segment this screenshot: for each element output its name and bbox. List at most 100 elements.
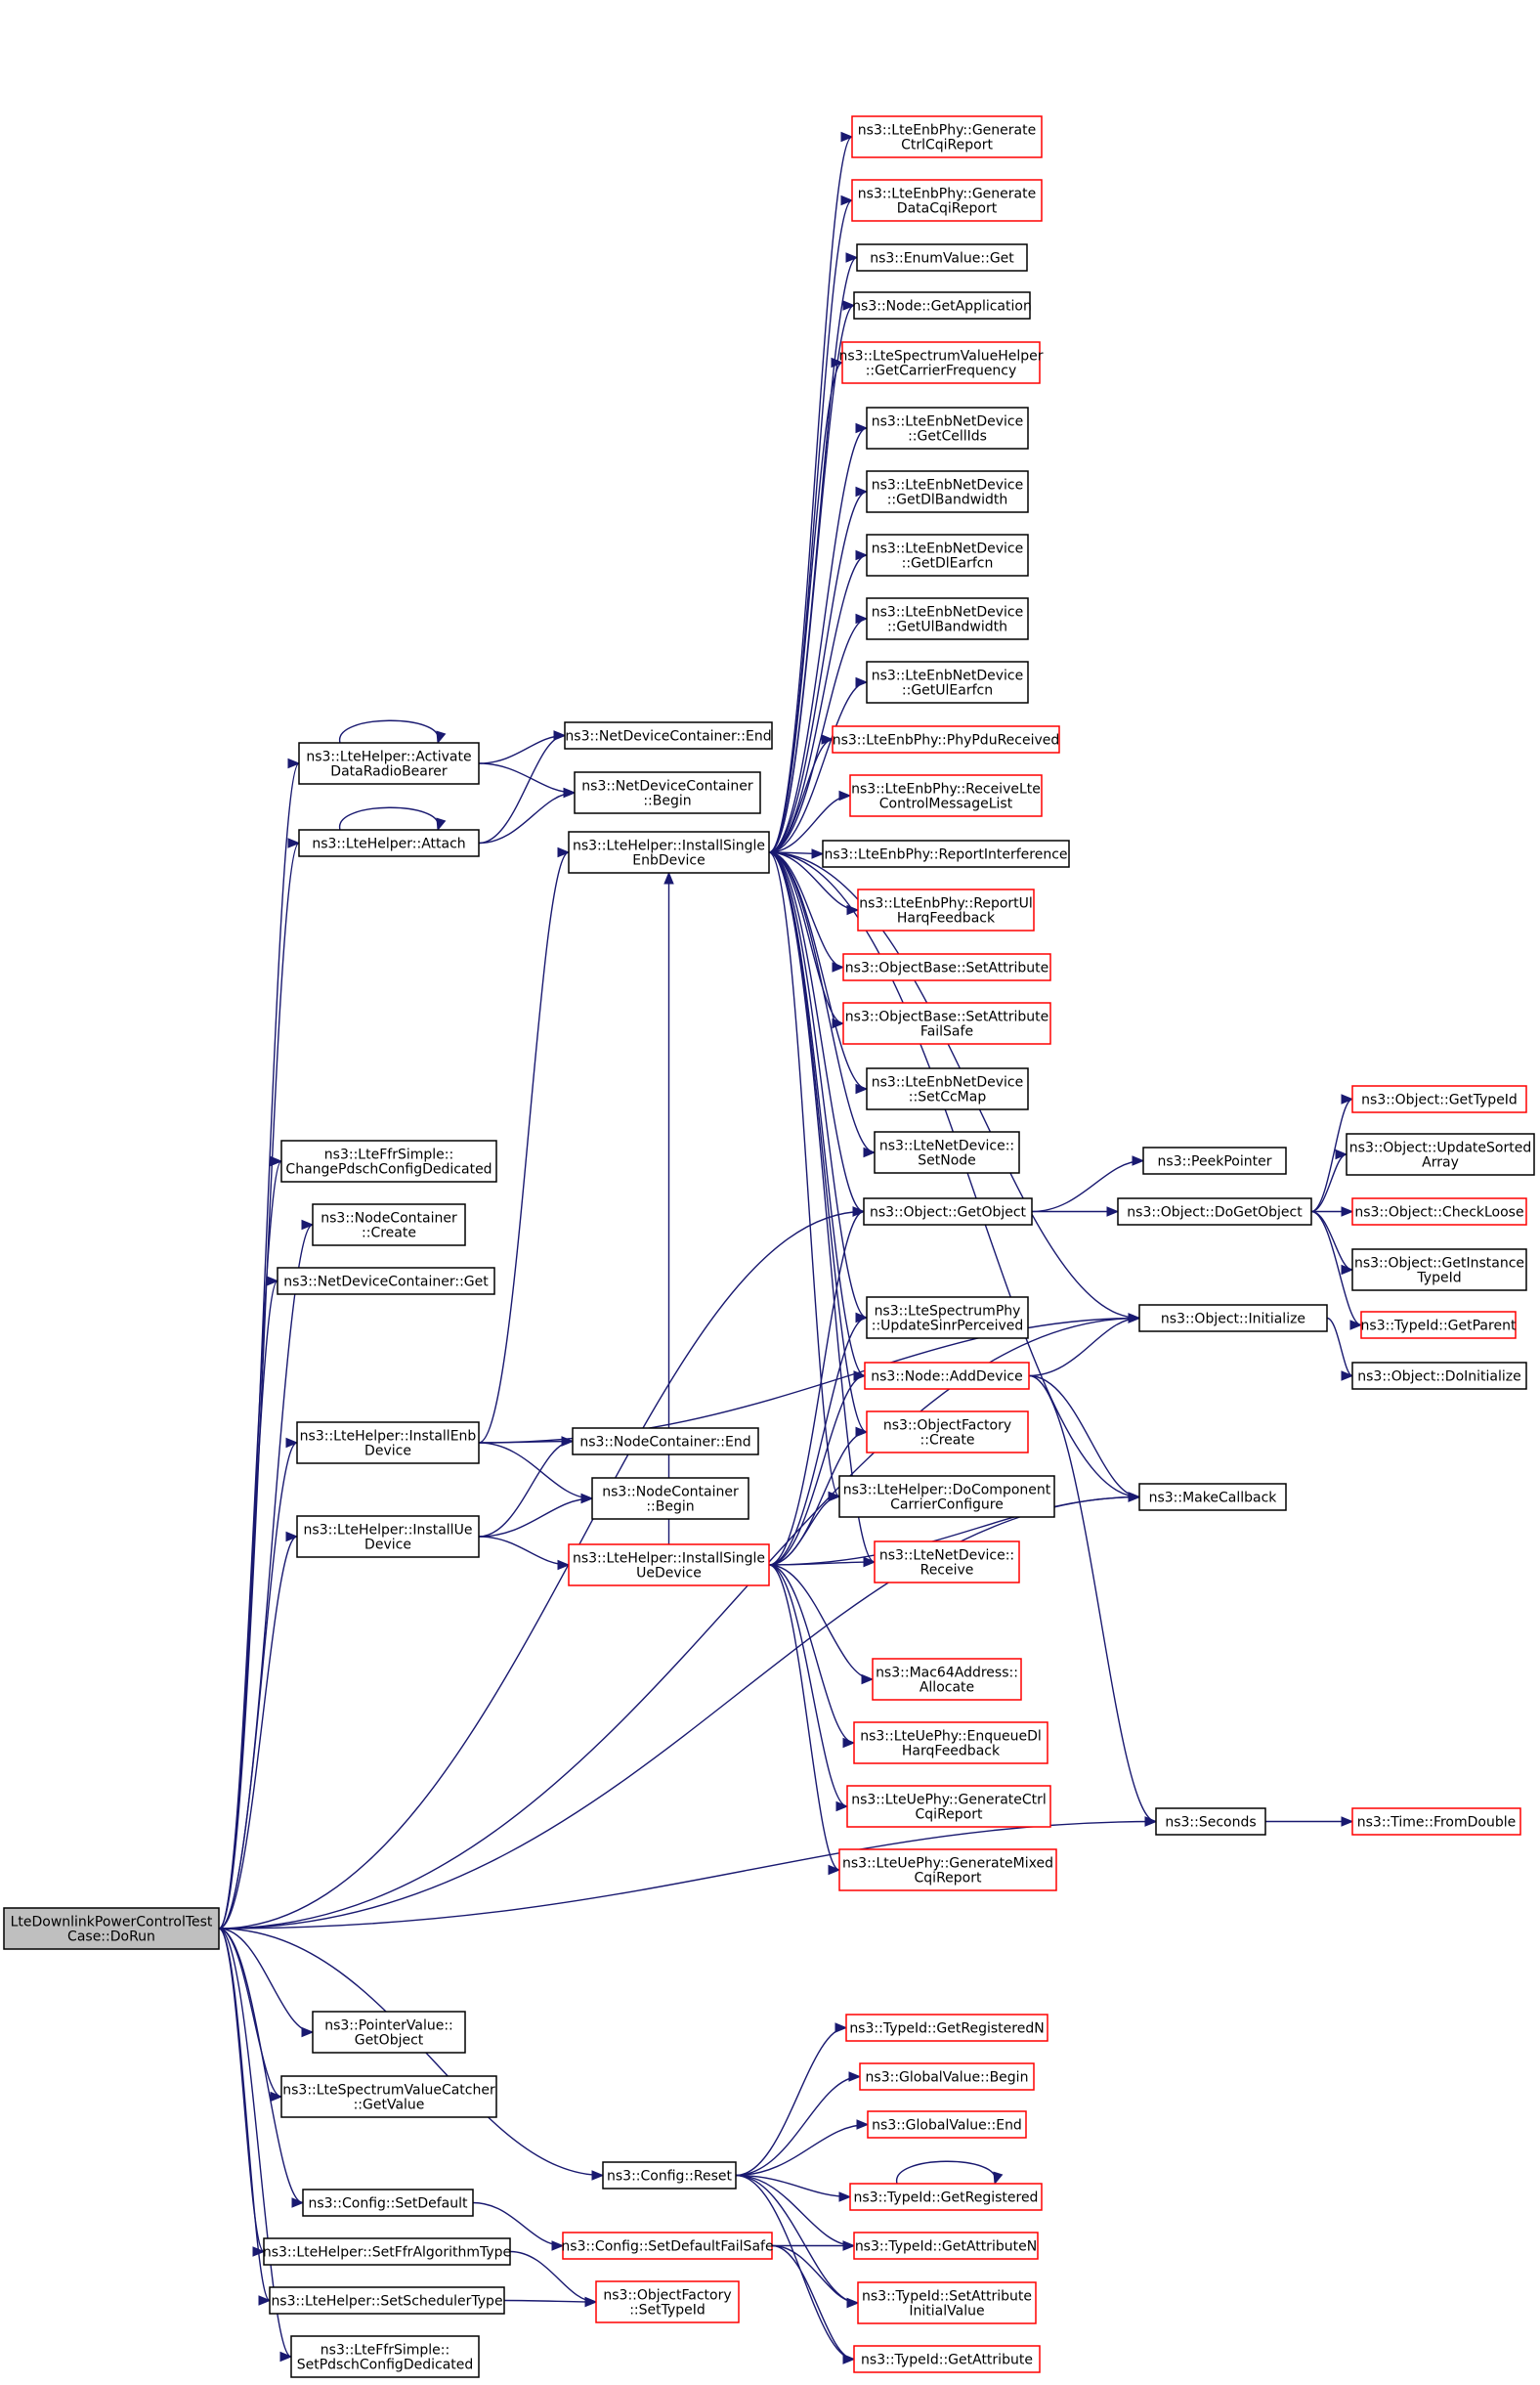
node-gv_begin[interactable]: ns3::GlobalValue::Begin	[859, 2062, 1035, 2091]
node-reportinterf[interactable]: ns3::LteEnbPhy::ReportInterference	[822, 840, 1070, 868]
node-updatesinr[interactable]: ns3::LteSpectrumPhy::UpdateSinrPerceived	[866, 1296, 1029, 1339]
node-seconds[interactable]: ns3::Seconds	[1155, 1807, 1266, 1836]
edge-install_enb-to-install_enb_single	[478, 846, 571, 1444]
node-getulbw[interactable]: ns3::LteEnbNetDevice::GetUlBandwidth	[866, 597, 1029, 640]
node-svc_getvalue[interactable]: ns3::LteSpectrumValueCatcher::GetValue	[280, 2075, 497, 2118]
node-getobject[interactable]: ns3::Object::GetObject	[863, 1197, 1033, 1226]
edge-line	[218, 842, 300, 1930]
node-box	[841, 341, 1041, 384]
edge-install_ue-to-nc_begin	[478, 1493, 594, 1538]
node-initialize[interactable]: ns3::Object::Initialize	[1138, 1304, 1328, 1332]
node-label: CqiReport	[915, 1871, 982, 1886]
node-gv_end[interactable]: ns3::GlobalValue::End	[867, 2110, 1027, 2139]
node-nc_create[interactable]: ns3::NodeContainer::Create	[312, 1203, 466, 1246]
node-phypdu[interactable]: ns3::LteEnbPhy::PhyPduReceived	[832, 725, 1060, 754]
arrowhead	[852, 1206, 866, 1217]
node-doinitialize[interactable]: ns3::Object::DoInitialize	[1351, 1362, 1527, 1390]
node-nc_begin[interactable]: ns3::NodeContainer::Begin	[591, 1477, 749, 1520]
node-getdlbw[interactable]: ns3::LteEnbNetDevice::GetDlBandwidth	[866, 470, 1029, 513]
node-label: ns3::TypeId::GetRegisteredN	[849, 2021, 1044, 2037]
node-getattribute[interactable]: ns3::TypeId::GetAttribute	[853, 2345, 1041, 2373]
node-ndc_begin[interactable]: ns3::NetDeviceContainer::Begin	[574, 771, 761, 814]
node-checkloose[interactable]: ns3::Object::CheckLoose	[1351, 1197, 1527, 1226]
node-adddevice[interactable]: ns3::Node::AddDevice	[864, 1362, 1030, 1390]
node-getregn[interactable]: ns3::TypeId::GetRegisteredN	[845, 2014, 1048, 2042]
node-ndc_end[interactable]: ns3::NetDeviceContainer::End	[564, 721, 773, 750]
node-of_settypeid[interactable]: ns3::ObjectFactory::SetTypeId	[595, 2280, 740, 2323]
node-ltenet_receive[interactable]: ns3::LteNetDevice::Receive	[874, 1540, 1020, 1583]
node-label: ns3::EnumValue::Get	[870, 251, 1014, 267]
node-attach[interactable]: ns3::LteHelper::Attach	[298, 829, 480, 857]
node-config_reset[interactable]: ns3::Config::Reset	[602, 2161, 737, 2190]
edge-install_ue_single-to-enqueuedl	[768, 1564, 856, 1749]
edge-line	[768, 851, 865, 1213]
node-box	[1346, 1133, 1535, 1176]
node-fromdouble[interactable]: ns3::Time::FromDouble	[1351, 1807, 1521, 1836]
node-label: ns3::NetDeviceContainer::Get	[283, 1275, 489, 1290]
node-carrier_freq[interactable]: ns3::LteSpectrumValueHelper::GetCarrierF…	[839, 341, 1044, 384]
edge-setdefaultfs-to-getattribute	[771, 2244, 856, 2364]
node-objfactory_create[interactable]: ns3::ObjectFactory::Create	[866, 1410, 1029, 1453]
node-setpdsch[interactable]: ns3::LteFfrSimple::SetPdschConfigDedicat…	[290, 2335, 480, 2378]
node-getattrn[interactable]: ns3::TypeId::GetAttributeN	[853, 2232, 1039, 2260]
node-docomponent[interactable]: ns3::LteHelper::DoComponentCarrierConfig…	[838, 1475, 1055, 1518]
node-changepdsch[interactable]: ns3::LteFfrSimple::ChangePdschConfigDedi…	[280, 1140, 497, 1183]
node-getulearfcn[interactable]: ns3::LteEnbNetDevice::GetUlEarfcn	[866, 661, 1029, 704]
node-label: ns3::NodeContainer::End	[579, 1435, 750, 1451]
edge-root-to-setsched	[218, 1928, 272, 2306]
node-label: ns3::PointerValue::	[324, 2018, 453, 2034]
edge-dogetobject-to-getinstancetypeid	[1310, 1210, 1354, 1276]
arrowhead	[855, 613, 869, 625]
node-setsched[interactable]: ns3::LteHelper::SetSchedulerType	[269, 2286, 505, 2315]
node-setnode[interactable]: ns3::LteNetDevice::SetNode	[874, 1131, 1020, 1174]
node-peekpointer[interactable]: ns3::PeekPointer	[1142, 1147, 1287, 1175]
edge-line	[768, 136, 853, 853]
node-setffr[interactable]: ns3::LteHelper::SetFfrAlgorithmType	[263, 2237, 511, 2266]
node-getcellids[interactable]: ns3::LteEnbNetDevice::GetCellIds	[866, 407, 1029, 450]
node-makecallback[interactable]: ns3::MakeCallback	[1138, 1483, 1287, 1511]
arrowhead	[561, 1436, 575, 1447]
node-enum_get[interactable]: ns3::EnumValue::Get	[856, 243, 1028, 272]
node-gettypeid[interactable]: ns3::Object::GetTypeId	[1351, 1085, 1527, 1113]
edge-root-to-config_reset	[218, 1928, 605, 2181]
node-setattr[interactable]: ns3::ObjectBase::SetAttribute	[842, 953, 1051, 981]
node-label: DataCqiReport	[897, 201, 998, 217]
node-getparent[interactable]: ns3::TypeId::GetParent	[1360, 1311, 1517, 1339]
arrowhead	[993, 2171, 1004, 2186]
edge-install_ue_single-to-install_enb_single	[663, 871, 674, 1544]
arrowhead	[1106, 1206, 1120, 1217]
edge-line	[768, 1564, 848, 1807]
node-pv_getobject[interactable]: ns3::PointerValue::GetObject	[312, 2011, 466, 2054]
node-label: ::SetTypeId	[629, 2303, 706, 2319]
node-node_getapp[interactable]: ns3::Node::GetApplication	[852, 291, 1032, 320]
node-nc_end[interactable]: ns3::NodeContainer::End	[572, 1427, 759, 1455]
node-label: GetObject	[355, 2033, 424, 2049]
node-setccmap[interactable]: ns3::LteEnbNetDevice::SetCcMap	[866, 1067, 1029, 1110]
arrowhead	[270, 2091, 283, 2103]
node-ndc_get[interactable]: ns3::NetDeviceContainer::Get	[277, 1267, 495, 1295]
node-config_setdefault[interactable]: ns3::Config::SetDefault	[302, 2189, 474, 2217]
node-setdefaultfs[interactable]: ns3::Config::SetDefaultFailSafe	[561, 2232, 774, 2260]
node-getregistered[interactable]: ns3::TypeId::GetRegistered	[849, 2183, 1043, 2211]
node-dogetobject[interactable]: ns3::Object::DoGetObject	[1117, 1197, 1312, 1226]
node-getdlearfcn[interactable]: ns3::LteEnbNetDevice::GetDlEarfcn	[866, 534, 1029, 577]
node-label: ns3::LteEnbNetDevice	[872, 605, 1023, 621]
node-mac64[interactable]: ns3::Mac64Address::Allocate	[872, 1658, 1022, 1701]
node-recvlte[interactable]: ns3::LteEnbPhy::ReceiveLteControlMessage…	[849, 774, 1043, 817]
